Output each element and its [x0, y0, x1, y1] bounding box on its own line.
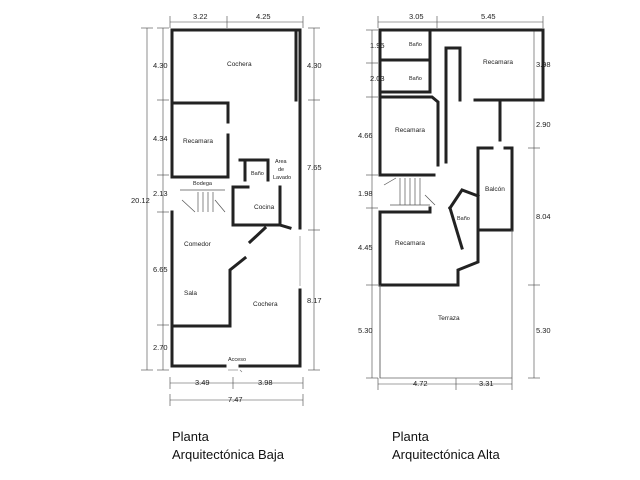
ground-room-area-line1: Area — [275, 159, 288, 165]
upper-dim-right-4: 5.30 — [536, 326, 551, 335]
ground-dim-right-1: 4.30 — [307, 61, 322, 70]
ground-room-cochera-bottom: Cochera — [253, 301, 278, 308]
upper-dim-top-left: 3.05 — [409, 12, 424, 21]
ground-dim-left-2: 4.34 — [153, 134, 168, 143]
ground-room-recamara: Recamara — [183, 138, 213, 145]
ground-dim-right-3: 8.17 — [307, 296, 322, 305]
upper-dim-left-2: 2.03 — [370, 74, 385, 83]
upper-dim-left-5: 4.45 — [358, 243, 373, 252]
ground-walls — [170, 28, 302, 368]
ground-dim-left-1: 4.30 — [153, 61, 168, 70]
ground-dim-left-4: 6.65 — [153, 265, 168, 274]
ground-room-cocina: Cocina — [254, 204, 275, 211]
upper-floor-plan: 3.05 5.45 1.95 2.03 4.66 1.98 4.45 5.30 … — [358, 12, 551, 390]
upper-dim-right-3: 8.04 — [536, 212, 551, 221]
ground-room-acceso: Acceso — [228, 357, 246, 363]
ground-room-area-line3: Lavado — [273, 175, 291, 181]
ground-stairs — [180, 189, 226, 213]
ground-floor-plan: 3.22 4.25 4.30 4.34 2.13 6.65 2.70 20.12… — [131, 12, 322, 406]
ground-room-bodega: Bodega — [193, 181, 213, 187]
ground-room-area-line2: de — [278, 167, 284, 173]
ground-dim-left-3: 2.13 — [153, 189, 168, 198]
upper-dim-left-4: 1.98 — [358, 189, 373, 198]
upper-terrace-outline — [379, 230, 513, 379]
upper-room-recamara-bottom: Recamara — [395, 240, 425, 247]
ground-misc-lines — [228, 236, 301, 373]
upper-dim-left-3: 4.66 — [358, 131, 373, 140]
ground-caption-line1: Planta — [172, 429, 209, 444]
upper-room-bano-3: Baño — [457, 216, 470, 222]
upper-caption-line1: Planta — [392, 429, 429, 444]
ground-floor-caption: Planta Arquitectónica Baja — [172, 428, 284, 464]
upper-dim-left-1: 1.95 — [370, 41, 385, 50]
ground-dimension-lines — [141, 16, 320, 406]
ground-dim-left-5: 2.70 — [153, 343, 168, 352]
ground-room-comedor: Comedor — [184, 241, 212, 248]
upper-room-bano-1: Baño — [409, 42, 422, 48]
upper-stairs — [383, 177, 436, 206]
ground-room-cochera-top: Cochera — [227, 61, 252, 68]
upper-room-recamara-left: Recamara — [395, 127, 425, 134]
upper-floor-caption: Planta Arquitectónica Alta — [392, 428, 500, 464]
ground-dim-total-width: 7.47 — [228, 395, 243, 404]
ground-dim-right-2: 7.65 — [307, 163, 322, 172]
ground-caption-line2: Arquitectónica Baja — [172, 447, 285, 462]
upper-room-bano-2: Baño — [409, 76, 422, 82]
upper-dim-top-right: 5.45 — [481, 12, 496, 21]
ground-dim-bottom-right: 3.98 — [258, 378, 273, 387]
upper-caption-line2: Arquitectónica Alta — [392, 447, 500, 462]
ground-dim-total-height: 20.12 — [131, 196, 150, 205]
upper-room-terraza: Terraza — [438, 315, 460, 322]
upper-dim-bottom-left: 4.72 — [413, 379, 428, 388]
ground-dim-bottom-left: 3.49 — [195, 378, 210, 387]
ground-room-sala: Sala — [184, 290, 197, 297]
upper-dim-right-1: 3.98 — [536, 60, 551, 69]
ground-dim-top-right: 4.25 — [256, 12, 271, 21]
upper-dim-bottom-right: 3.31 — [479, 379, 494, 388]
upper-dim-right-2: 2.90 — [536, 120, 551, 129]
upper-dim-left-6: 5.30 — [358, 326, 373, 335]
ground-dim-top-left: 3.22 — [193, 12, 208, 21]
upper-walls — [378, 28, 545, 287]
ground-room-bano: Baño — [251, 171, 264, 177]
upper-dimension-lines — [366, 16, 544, 390]
upper-room-recamara-top: Recamara — [483, 59, 513, 66]
upper-room-balcon: Balcón — [485, 186, 505, 193]
